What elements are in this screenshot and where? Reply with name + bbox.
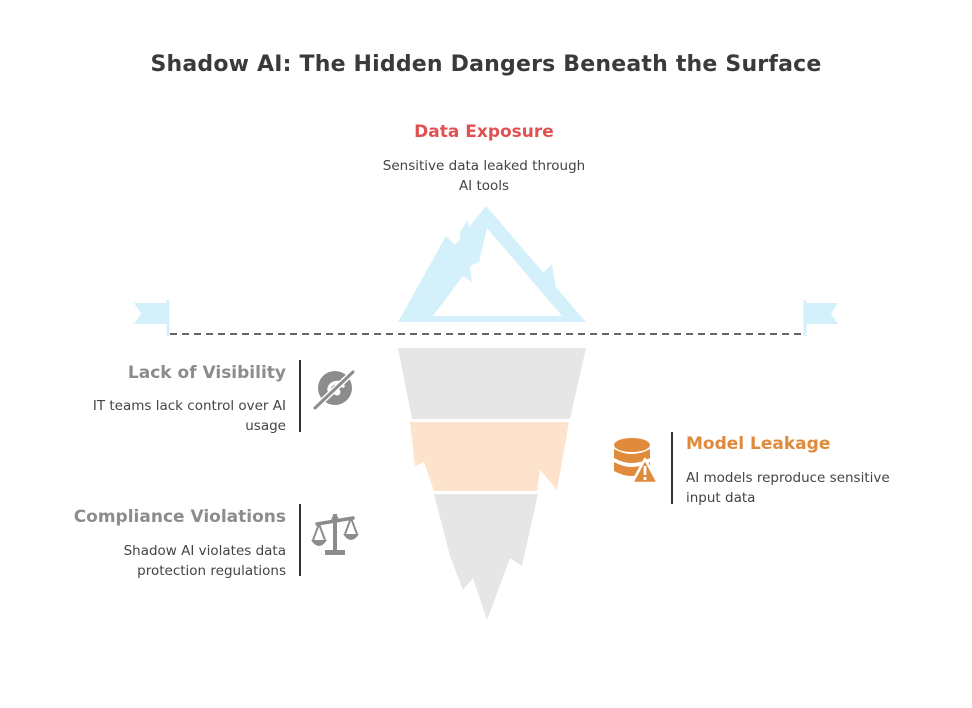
lack-of-visibility-desc-line1: IT teams lack control over AI [92,398,286,414]
eye-slash-icon [312,369,356,411]
iceberg-tip [398,206,586,322]
lack-of-visibility-desc-line2: usage [245,418,286,434]
compliance-violations-desc-line2: protection regulations [137,563,286,579]
compliance-violations-heading: Compliance Violations [73,507,286,527]
right-flag [803,300,838,336]
compliance-violations-description: Shadow AI violates data protection regul… [40,541,286,581]
model-leakage-description: AI models reproduce sensitive input data [686,468,946,508]
lack-of-visibility-divider [299,360,301,432]
data-exposure-heading: Data Exposure [414,122,554,142]
scales-icon [311,514,359,555]
lack-of-visibility-description: IT teams lack control over AI usage [40,396,286,436]
model-leakage-heading: Model Leakage [686,434,831,454]
left-flag [134,300,170,336]
compliance-violations-divider [299,504,301,576]
model-leakage-desc-line1: AI models reproduce sensitive [686,470,890,486]
model-leakage-divider [671,432,673,504]
tier-visibility [398,348,586,419]
data-exposure-desc-line1: Sensitive data leaked through [382,158,586,174]
tier-model-leakage [410,422,569,491]
lack-of-visibility-heading: Lack of Visibility [127,363,286,383]
tier-compliance [434,494,538,620]
page-title: Shadow AI: The Hidden Dangers Beneath th… [150,52,822,77]
model-leakage-desc-line2: input data [686,490,756,506]
compliance-violations-desc-line1: Shadow AI violates data [123,543,286,559]
data-exposure-desc-line2: AI tools [458,178,510,194]
database-warning-icon [614,438,660,485]
data-exposure-description: Sensitive data leaked through AI tools [353,156,615,196]
